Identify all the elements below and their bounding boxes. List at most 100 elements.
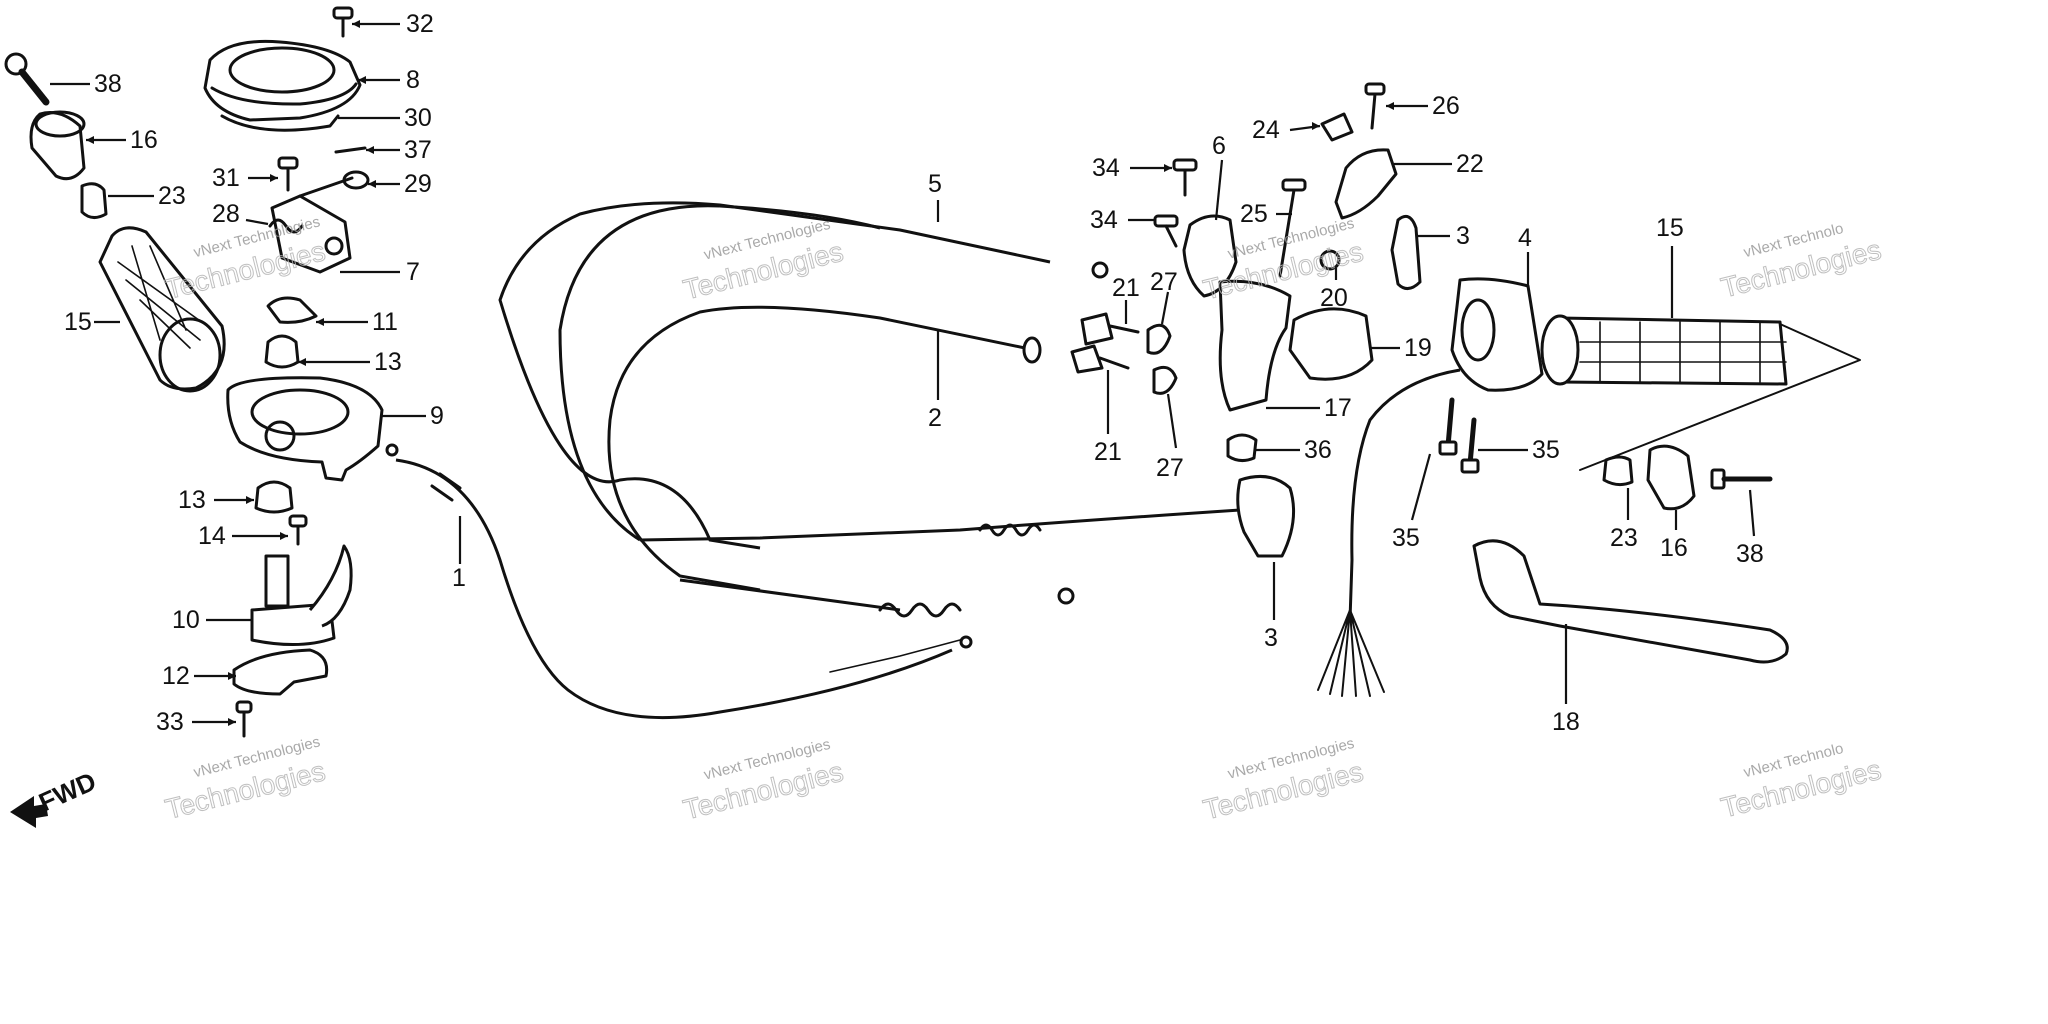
watermark-8: vNext Technolo Technologies	[1718, 740, 1885, 824]
callout-27-lower: 27	[1156, 454, 1184, 482]
pin-37	[334, 146, 367, 154]
callout-13-top: 13	[374, 348, 402, 376]
callout-15-right: 15	[1656, 214, 1684, 242]
callout-14: 14	[198, 522, 226, 550]
callout-29: 29	[404, 170, 432, 198]
callout-13-bottom: 13	[178, 486, 206, 514]
callout-6: 6	[1212, 132, 1226, 160]
weight-16-left	[29, 110, 86, 181]
collar-23-right	[1602, 455, 1634, 487]
screw-34-upper	[1172, 158, 1198, 197]
clip-27-upper	[1146, 323, 1172, 355]
clip-27-lower	[1152, 365, 1178, 395]
bracket-3-lower	[1236, 474, 1296, 558]
clip-11	[266, 296, 318, 324]
watermark-2: vNext Technologies Technologies	[680, 216, 847, 306]
throttle-housing-9	[226, 376, 399, 482]
wiring-harness	[1348, 368, 1461, 621]
callout-24: 24	[1252, 116, 1280, 144]
callout-2: 2	[928, 404, 942, 432]
screw-34-lower	[1153, 214, 1179, 248]
callout-35-right: 35	[1532, 436, 1560, 464]
callout-10: 10	[172, 606, 200, 634]
bolt-38-right	[1710, 468, 1773, 490]
clamp-12	[232, 648, 329, 696]
grip-15-right	[1540, 314, 1788, 386]
callout-35-left: 35	[1392, 524, 1420, 552]
weight-16-right	[1646, 444, 1696, 511]
watermark-1: vNext Technologies Technologies	[162, 213, 329, 305]
callout-18: 18	[1552, 708, 1580, 736]
watermark-4: vNext Technolo Technologies	[1718, 220, 1885, 304]
bolt-38-left	[4, 52, 50, 106]
fwd-direction-indicator: FWD	[10, 766, 101, 828]
watermark-6: vNext Technologies Technologies	[680, 736, 847, 826]
screw-35-b	[1460, 417, 1480, 474]
callout-28: 28	[212, 200, 240, 228]
spring-28	[268, 218, 304, 234]
lever-housing-4	[1450, 277, 1544, 392]
choke-cable-5	[498, 201, 1051, 550]
grip-15-left	[98, 226, 226, 393]
cables-group	[395, 201, 1241, 720]
callout-21-upper: 21	[1112, 274, 1140, 302]
callout-25: 25	[1240, 200, 1268, 228]
callout-36: 36	[1304, 436, 1332, 464]
screw-33	[235, 700, 253, 738]
bracket-3-upper	[1390, 214, 1422, 290]
gasket-30	[220, 114, 340, 132]
screw-14	[288, 514, 308, 546]
callout-4: 4	[1518, 224, 1532, 252]
screw-25	[1278, 178, 1307, 278]
watermark-5: vNext Technologies Technologies	[162, 733, 329, 825]
pin-21-lower	[1070, 344, 1130, 374]
callout-38-right: 38	[1736, 540, 1764, 568]
callout-3-upper: 3	[1456, 222, 1470, 250]
fwd-arrow-icon	[10, 796, 48, 828]
switch-group	[1070, 82, 1861, 697]
clutch-lever-18	[1472, 539, 1789, 664]
bushing-36	[1226, 433, 1258, 463]
leader-lines	[50, 20, 1756, 726]
callout-31: 31	[212, 164, 240, 192]
callout-23-left: 23	[158, 182, 186, 210]
callout-5: 5	[928, 170, 942, 198]
callout-23-right: 23	[1610, 524, 1638, 552]
callout-20: 20	[1320, 284, 1348, 312]
callout-11: 11	[372, 308, 398, 336]
callout-16-left: 16	[130, 126, 158, 154]
callout-17: 17	[1324, 394, 1352, 422]
throttle-housing-group	[4, 6, 399, 738]
callout-34-upper: 34	[1092, 154, 1120, 182]
callout-32: 32	[406, 10, 434, 38]
callout-15-left: 15	[64, 308, 92, 336]
fwd-label: FWD	[34, 766, 100, 817]
watermarks: vNext Technologies Technologies vNext Te…	[162, 213, 1885, 826]
throttle-lever-10	[250, 544, 353, 646]
callout-7: 7	[406, 258, 420, 286]
callout-33: 33	[156, 708, 184, 736]
callout-38-left: 38	[94, 70, 122, 98]
throttle-cable-1	[395, 458, 953, 720]
bushing-13-bottom	[254, 480, 294, 514]
screw-35-a	[1438, 397, 1458, 456]
callout-9: 9	[430, 402, 444, 430]
callout-1: 1	[452, 564, 466, 592]
callout-labels: 32 8 30 37 29 31 28 7 11 13 9 38 16 23 1…	[64, 10, 1764, 736]
pin-21-upper	[1080, 312, 1140, 346]
callout-37: 37	[404, 136, 432, 164]
switch-17	[1218, 279, 1292, 412]
callout-19: 19	[1404, 334, 1432, 362]
screw-26	[1364, 82, 1386, 130]
throttle-arm-7	[270, 176, 354, 274]
collar-23-left	[80, 182, 108, 219]
part-20	[1319, 249, 1341, 271]
screw-31	[277, 156, 299, 192]
switch-housing-19	[1288, 307, 1374, 381]
callout-12: 12	[162, 662, 190, 690]
callout-8: 8	[406, 66, 420, 94]
screw-32	[332, 6, 354, 38]
callout-21-lower: 21	[1094, 438, 1122, 466]
